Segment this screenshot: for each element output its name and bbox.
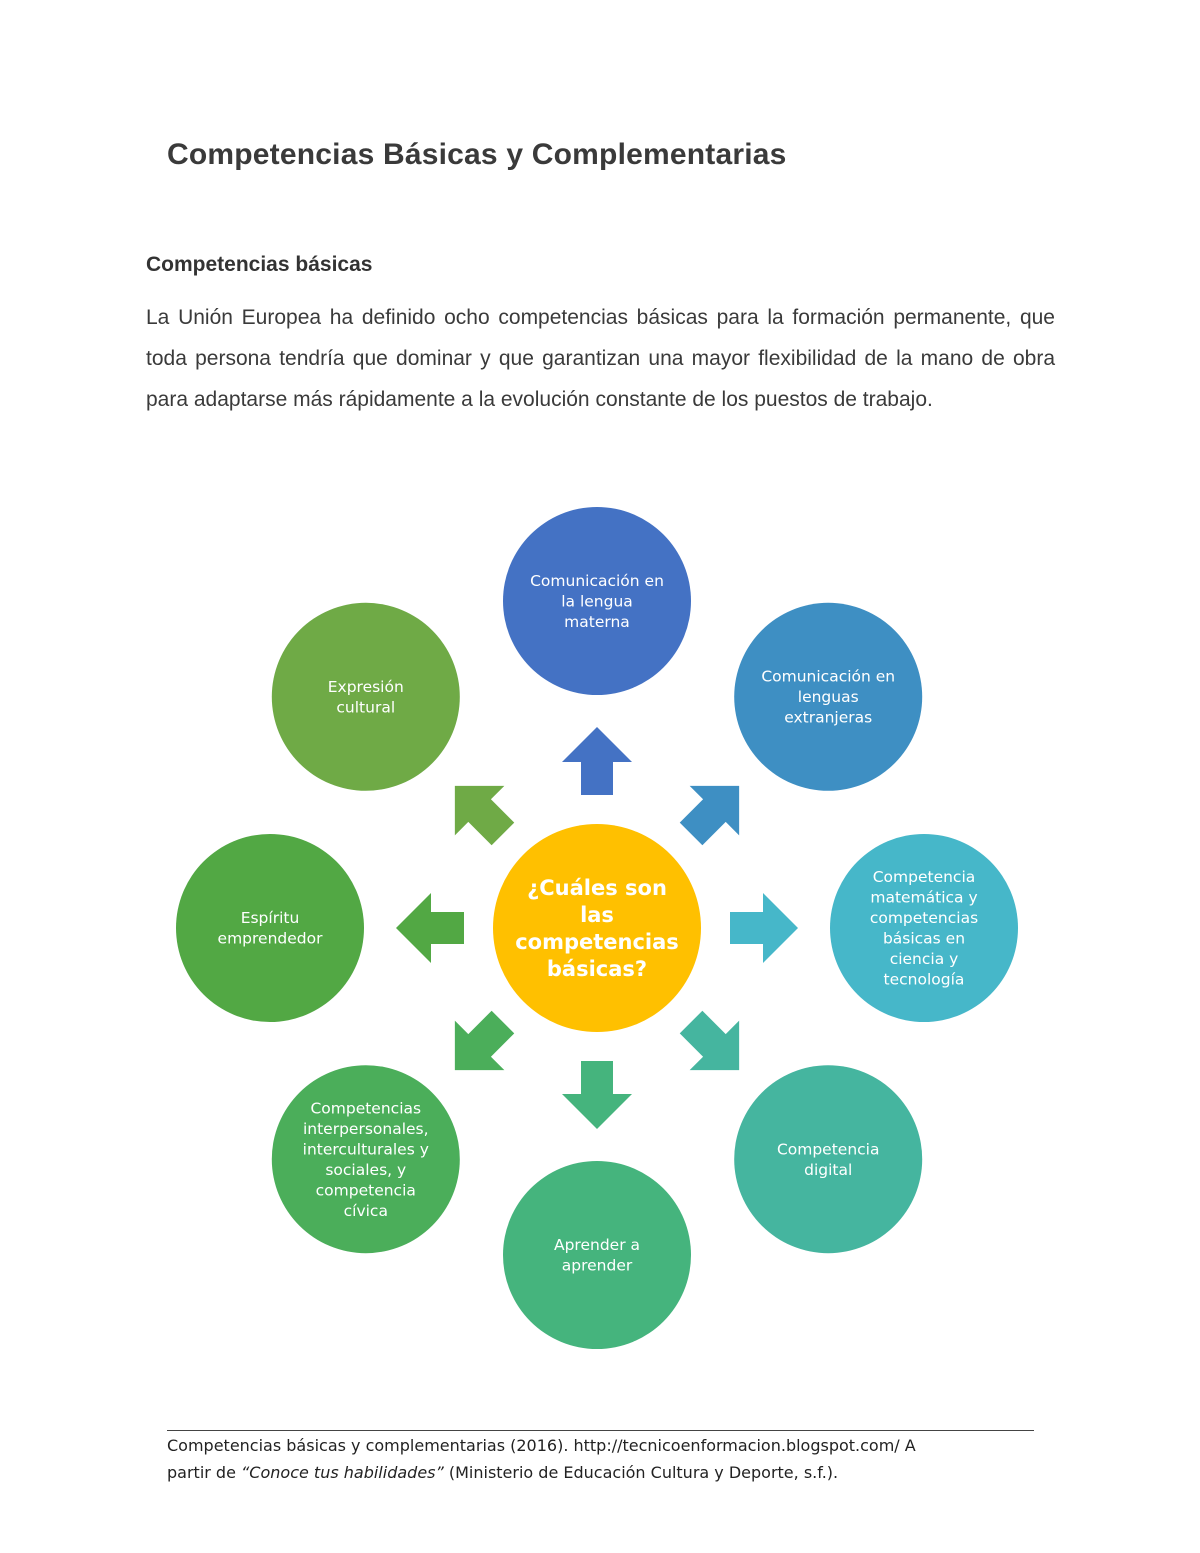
competency-label-line: materna (564, 613, 630, 631)
direction-arrow (562, 727, 632, 795)
footnote-suffix: (Ministerio de Educación Cultura y Depor… (443, 1463, 839, 1482)
section-heading: Competencias básicas (146, 253, 373, 276)
competency-label-line: extranjeras (784, 709, 872, 727)
central-question-text-line: básicas? (547, 957, 647, 981)
competency-label-line: sociales, y (325, 1161, 406, 1179)
competency-label-line: cívica (344, 1202, 388, 1220)
competency-label-line: Espíritu (241, 909, 300, 927)
central-question-text-line: competencias (515, 930, 679, 954)
competency-label-line: Comunicación en (761, 668, 895, 686)
footnote-line-1: Competencias básicas y complementarias (… (167, 1436, 916, 1455)
competency-label: Comunicación en lenguas extranjeras (761, 668, 895, 727)
competency-circle (271, 1065, 460, 1254)
competency-label: Competencia matemática y competencias básic… (870, 868, 978, 989)
competency-label-line: aprender (562, 1257, 633, 1275)
competency-label-line: Competencia (777, 1140, 880, 1158)
footnote: Competencias básicas y complementarias (… (167, 1432, 1047, 1486)
footnote-prefix: partir de (167, 1463, 242, 1482)
competency-label-line: emprendedor (218, 930, 324, 948)
competency-label-line: la lengua (561, 592, 633, 610)
competency-label: Comunicación en la lengua materna (530, 572, 664, 631)
page-title: Competencias Básicas y Complementarias (167, 138, 787, 171)
competency-node: Comunicación en la lengua materna (503, 507, 691, 695)
competency-label-line: Competencias (310, 1099, 421, 1117)
competency-label-line: Expresión (328, 678, 404, 696)
competency-node: Competencias interpersonales, intercultura… (271, 1065, 460, 1254)
competency-node: Comunicación en lenguas extranjeras (734, 602, 923, 791)
competency-circle (176, 834, 364, 1022)
competency-label: Competencias interpersonales, intercultura… (303, 1099, 429, 1220)
competency-node: Aprender a aprender (503, 1161, 691, 1349)
competency-label-line: competencia (316, 1181, 416, 1199)
central-question: ¿Cuáles son las competencias básicas? (493, 824, 701, 1032)
direction-arrow (730, 893, 798, 963)
competency-node: Competencia matemática y competencias básic… (830, 834, 1018, 1022)
competency-label: Aprender a aprender (554, 1236, 640, 1275)
competency-label-line: Aprender a (554, 1236, 640, 1254)
central-question-text: ¿Cuáles son las competencias básicas? (515, 876, 679, 981)
competency-circle (271, 602, 460, 791)
competency-node: Espíritu emprendedor (176, 834, 364, 1022)
competency-node: Expresión cultural (271, 602, 460, 791)
central-question-text-line: las (580, 903, 614, 927)
direction-arrow (454, 785, 515, 846)
direction-arrow (679, 785, 740, 846)
competency-label-line: interpersonales, (303, 1120, 429, 1138)
competency-label-line: Comunicación en (530, 572, 664, 590)
competency-label: Espíritu emprendedor (218, 909, 324, 948)
competency-label-line: interculturales y (303, 1140, 429, 1158)
direction-arrow (454, 1010, 515, 1071)
competency-label-line: ciencia y (890, 950, 959, 968)
competency-circle (734, 602, 923, 791)
central-question-text-line: ¿Cuáles son (527, 876, 667, 900)
competency-circle (830, 834, 1018, 1022)
competency-label-line: lenguas (798, 688, 859, 706)
competency-circle (503, 507, 691, 695)
competency-label-line: digital (804, 1161, 852, 1179)
direction-arrow (562, 1061, 632, 1129)
competency-label: Expresión cultural (328, 678, 404, 717)
footnote-divider (167, 1430, 1034, 1431)
competency-node: Competencia digital (734, 1065, 923, 1254)
central-circle (493, 824, 701, 1032)
competency-label-line: básicas en (883, 930, 965, 948)
footnote-book-title: “Conoce tus habilidades” (241, 1463, 444, 1482)
competency-circle (503, 1161, 691, 1349)
competency-label: Competencia digital (777, 1140, 880, 1179)
competency-label-line: matemática y (870, 889, 977, 907)
body-paragraph: La Unión Europea ha definido ocho compet… (146, 306, 1055, 411)
competency-circle (734, 1065, 923, 1254)
competency-label-line: Competencia (873, 868, 976, 886)
direction-arrow (679, 1010, 740, 1071)
competency-label-line: competencias (870, 909, 978, 927)
direction-arrow (396, 893, 464, 963)
competency-label-line: tecnología (884, 971, 965, 989)
competency-label-line: cultural (336, 698, 395, 716)
